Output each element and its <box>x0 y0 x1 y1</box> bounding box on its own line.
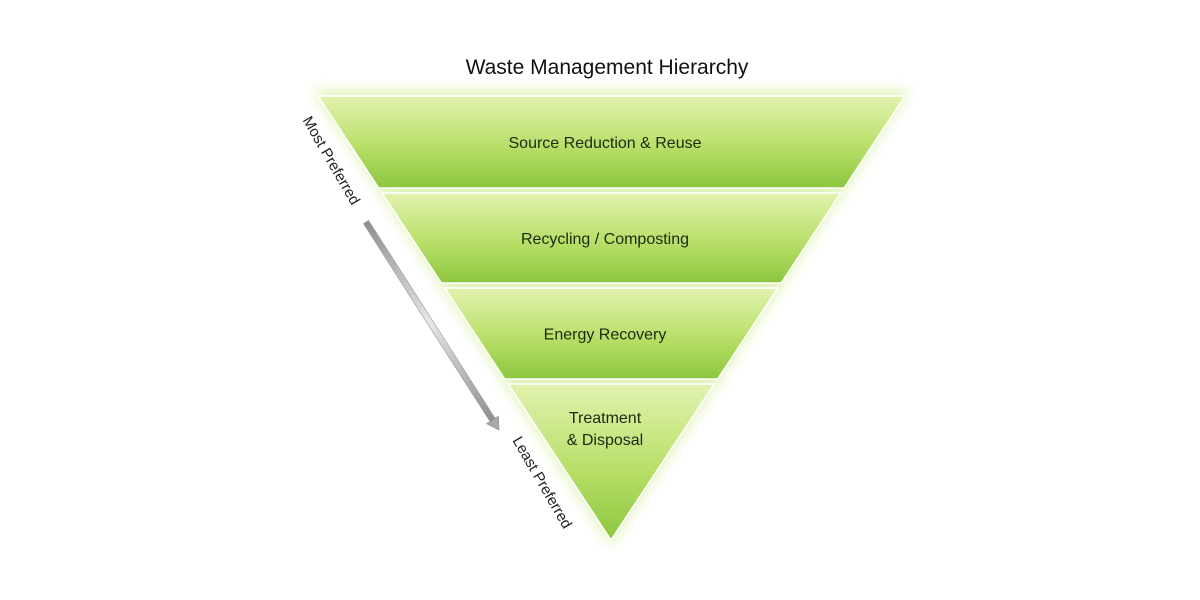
tier-shape <box>380 192 843 284</box>
tier-4: Treatment & Disposal <box>506 383 716 542</box>
diagram-title: Waste Management Hierarchy <box>466 56 749 79</box>
tier-2: Recycling / Composting <box>380 192 843 284</box>
tier-1: Source Reduction & Reuse <box>316 95 907 189</box>
tier-shape <box>316 95 907 189</box>
tier-label: Source Reduction & Reuse <box>509 135 702 152</box>
tier-label: & Disposal <box>567 432 643 449</box>
tier-3: Energy Recovery <box>443 287 780 380</box>
arrow-head <box>486 415 500 431</box>
tier-label: Treatment <box>569 410 642 427</box>
tier-shape <box>443 287 780 380</box>
preference-arrow <box>363 219 500 431</box>
tier-shape <box>506 383 716 542</box>
tier-label: Recycling / Composting <box>521 231 689 248</box>
tier-label: Energy Recovery <box>544 327 667 344</box>
